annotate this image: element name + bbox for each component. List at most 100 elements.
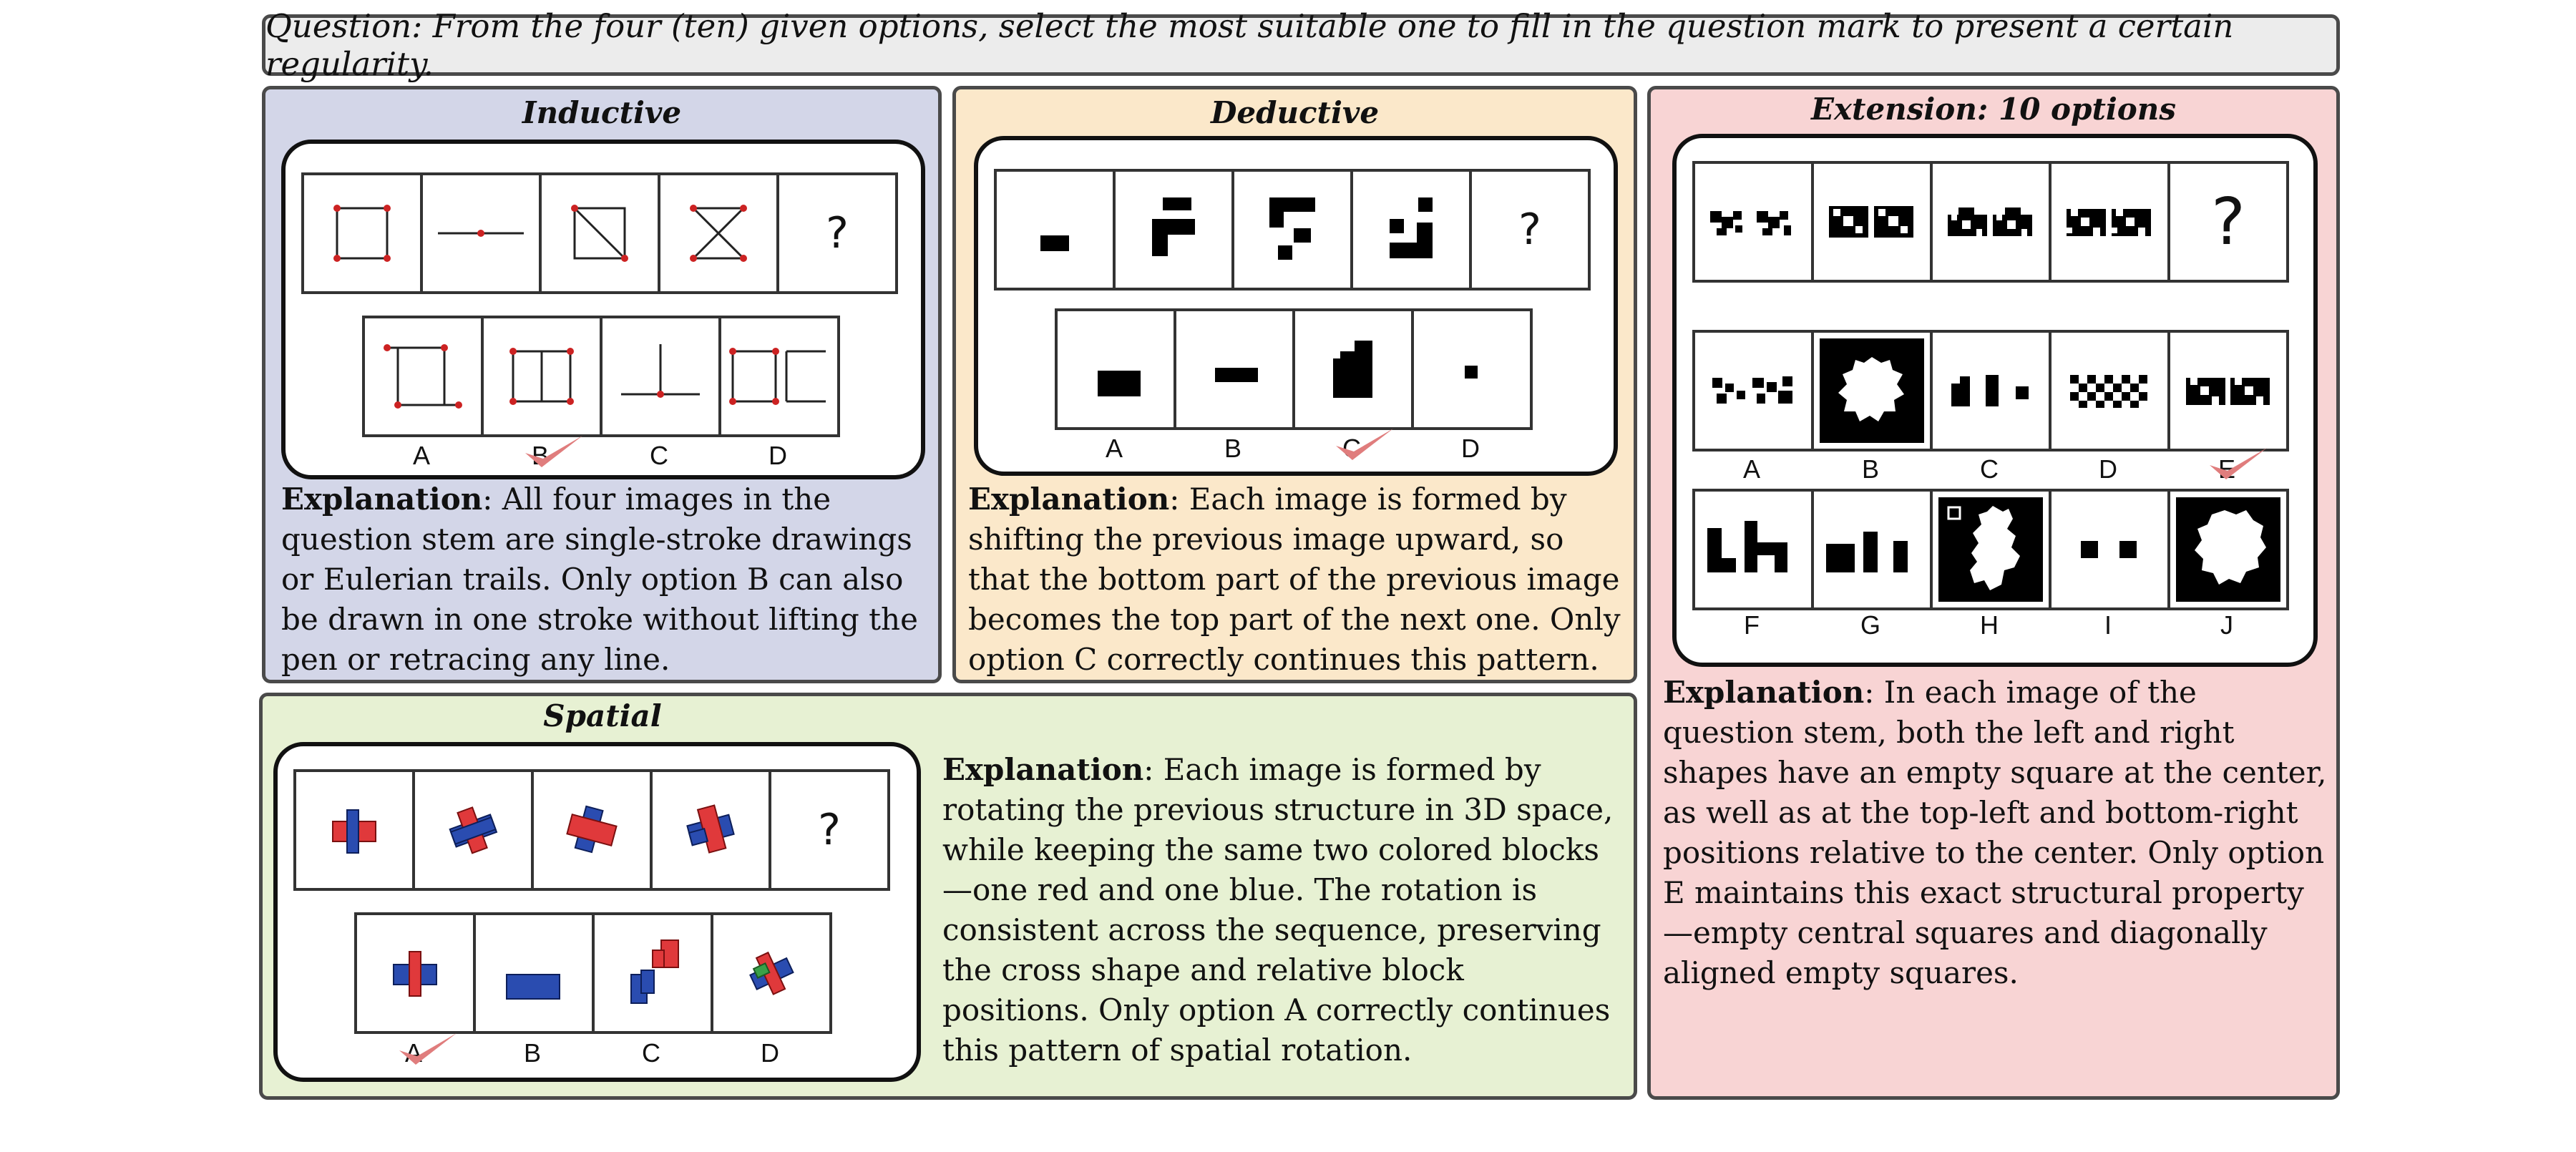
question-mark-cell: ? <box>769 769 890 891</box>
spatial-figure-box: ? A B C D <box>273 742 921 1082</box>
option-label: B <box>1224 434 1241 463</box>
question-text: Question: From the four (ten) given opti… <box>265 7 2234 83</box>
inductive-option-labels: A B C D <box>362 441 837 471</box>
spatial-explanation: Explanation: Each image is formed by rot… <box>942 750 1615 1070</box>
extension-option-labels-1: A B C D E <box>1692 454 2286 484</box>
option-a-image[interactable] <box>354 912 476 1034</box>
option-c-image[interactable] <box>592 912 713 1034</box>
spatial-options-row <box>354 912 832 1034</box>
stem-image <box>1930 161 2051 283</box>
explanation-text: : Each image is formed by rotating the p… <box>942 752 1614 1068</box>
question-mark: ? <box>826 208 849 258</box>
option-label: F <box>1744 610 1760 640</box>
option-c-image[interactable] <box>1292 308 1414 430</box>
option-label: C <box>642 1038 660 1068</box>
option-b-image[interactable] <box>473 912 595 1034</box>
explanation-text: : Each image is formed by shifting the p… <box>968 482 1621 677</box>
explanation-label: Explanation <box>281 482 483 517</box>
option-h-image[interactable] <box>1930 489 2051 610</box>
option-label: B <box>1861 454 1879 484</box>
extension-explanation: Explanation: In each image of the questi… <box>1663 673 2328 993</box>
stem-image <box>293 769 415 891</box>
option-label: D <box>769 441 787 470</box>
option-d-image[interactable] <box>718 316 840 437</box>
option-label: B <box>523 1038 541 1068</box>
stem-image <box>650 769 771 891</box>
stem-image <box>1113 169 1234 291</box>
stem-image <box>994 169 1116 291</box>
explanation-label: Explanation <box>1663 675 1865 710</box>
explanation-text: : All four images in the question stem a… <box>281 482 918 677</box>
deductive-explanation: Explanation: Each image is formed by shi… <box>968 479 1626 680</box>
inductive-figure-box: ? A B C D <box>281 140 925 479</box>
question-mark-cell: ? <box>1469 169 1591 291</box>
option-i-image[interactable] <box>2049 489 2170 610</box>
stem-image <box>2049 161 2170 283</box>
option-b-image[interactable] <box>481 316 602 437</box>
stem-image <box>301 172 423 294</box>
deductive-options-row <box>1055 308 1533 430</box>
extension-panel: Extension: 10 options ? <box>1647 86 2340 1100</box>
checkmark-icon <box>1336 429 1393 460</box>
option-label: I <box>2104 610 2112 640</box>
option-b-image[interactable] <box>1811 330 1933 451</box>
extension-title: Extension: 10 options <box>1811 92 2176 127</box>
option-label: A <box>1105 434 1123 463</box>
option-c-image[interactable] <box>600 316 721 437</box>
spatial-stem-row: ? <box>293 769 890 891</box>
extension-options-row-1 <box>1692 330 2289 451</box>
option-label: G <box>1860 610 1880 640</box>
question-mark: ? <box>818 805 841 855</box>
option-c-image[interactable] <box>1930 330 2051 451</box>
deductive-panel: Deductive ? <box>952 86 1637 683</box>
option-label: D <box>761 1038 779 1068</box>
option-label: D <box>2099 454 2117 484</box>
stem-image <box>1350 169 1472 291</box>
question-mark-cell: ? <box>776 172 898 294</box>
option-a-image[interactable] <box>1055 308 1176 430</box>
option-label: A <box>1742 454 1760 484</box>
option-e-image[interactable] <box>2167 330 2289 451</box>
option-d-image[interactable] <box>1411 308 1533 430</box>
option-label: C <box>1980 454 1999 484</box>
stem-image <box>658 172 779 294</box>
extension-options-row-2 <box>1692 489 2289 610</box>
option-label: D <box>1461 434 1480 463</box>
question-mark: ? <box>1518 205 1541 255</box>
inductive-panel: Inductive ? <box>262 86 942 683</box>
extension-stem-row: ? <box>1692 161 2289 283</box>
checkmark-icon <box>2210 448 2267 479</box>
deductive-stem-row: ? <box>994 169 1591 291</box>
stem-image <box>1811 161 1933 283</box>
explanation-label: Explanation <box>942 752 1144 787</box>
option-b-image[interactable] <box>1174 308 1295 430</box>
inductive-stem-row: ? <box>301 172 898 294</box>
inductive-title: Inductive <box>522 95 682 130</box>
option-label: A <box>412 441 430 470</box>
option-g-image[interactable] <box>1811 489 1933 610</box>
stem-image <box>1692 161 1814 283</box>
explanation-label: Explanation <box>968 482 1170 517</box>
option-a-image[interactable] <box>362 316 484 437</box>
stem-image <box>539 172 660 294</box>
option-f-image[interactable] <box>1692 489 1814 610</box>
stem-image <box>420 172 542 294</box>
option-d-image[interactable] <box>711 912 832 1034</box>
option-label: H <box>1980 610 1999 640</box>
explanation-text: : In each image of the question stem, bo… <box>1663 675 2327 990</box>
spatial-panel: Spatial ? <box>259 693 1637 1100</box>
question-mark: ? <box>2211 184 2245 260</box>
inductive-options-row <box>362 316 840 437</box>
option-a-image[interactable] <box>1692 330 1814 451</box>
deductive-title: Deductive <box>1210 95 1380 130</box>
stem-image <box>412 769 534 891</box>
stem-image <box>531 769 653 891</box>
extension-figure-box: ? A B C D E <box>1672 134 2318 667</box>
checkmark-icon <box>525 436 582 467</box>
option-j-image[interactable] <box>2167 489 2289 610</box>
checkmark-icon <box>399 1033 457 1065</box>
question-bar: Question: From the four (ten) given opti… <box>262 7 2340 83</box>
option-d-image[interactable] <box>2049 330 2170 451</box>
spatial-option-labels: A B C D <box>354 1038 829 1068</box>
spatial-title: Spatial <box>543 698 662 733</box>
